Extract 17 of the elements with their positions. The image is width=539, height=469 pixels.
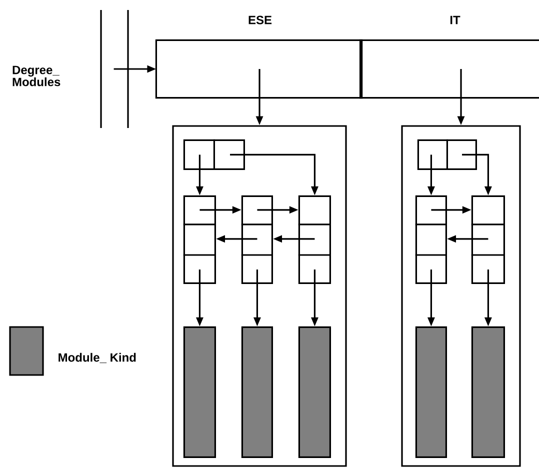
list-node-box — [415, 195, 447, 284]
list-node-box — [183, 195, 216, 284]
legend-label: Module_ Kind — [58, 352, 136, 364]
list-header-box — [417, 139, 477, 170]
list-node-box — [241, 195, 273, 284]
module-bar — [298, 326, 331, 458]
module-bar — [183, 326, 216, 458]
module-bar — [471, 326, 505, 458]
array-label: Degree_ Modules — [12, 66, 60, 86]
list-node-box — [471, 195, 505, 284]
module-bar — [241, 326, 273, 458]
record-box — [401, 125, 521, 467]
node-label: ESE — [248, 16, 272, 24]
list-header-box — [183, 139, 245, 170]
record-box — [172, 125, 347, 467]
module-bar — [415, 326, 447, 458]
list-node-box — [298, 195, 331, 284]
